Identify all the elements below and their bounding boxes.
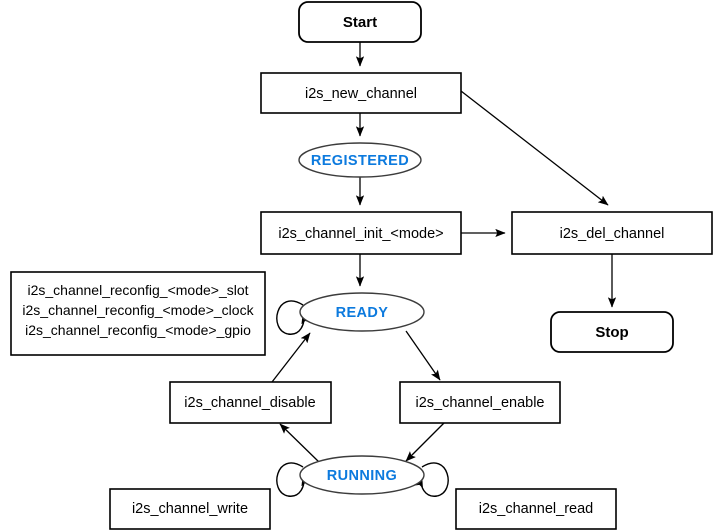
edge-channel-disable-to-ready: [271, 332, 311, 383]
channel-write-label: i2s_channel_write: [132, 501, 248, 517]
channel-enable-box[interactable]: [399, 381, 561, 424]
del-channel-label: i2s_del_channel: [560, 226, 665, 242]
del-channel-box[interactable]: [511, 211, 713, 255]
channel-disable-label: i2s_channel_disable: [184, 395, 315, 411]
running-label: RUNNING: [327, 468, 397, 484]
node-channel-read[interactable]: i2s_channel_read: [455, 488, 617, 530]
registered-label: REGISTERED: [311, 153, 409, 169]
node-channel-enable[interactable]: i2s_channel_enable: [399, 381, 561, 424]
registered-ellipse[interactable]: [298, 142, 422, 178]
node-registered[interactable]: REGISTERED: [298, 142, 422, 178]
node-del-channel[interactable]: i2s_del_channel: [511, 211, 713, 255]
edge-running-self-loop-right: [414, 462, 449, 497]
channel-read-label: i2s_channel_read: [479, 501, 593, 517]
reconfig-line-2: i2s_channel_reconfig_<mode>_clock: [22, 302, 254, 318]
stop-label: Stop: [595, 324, 628, 341]
node-ready[interactable]: READY: [299, 292, 425, 332]
node-stop[interactable]: Stop: [550, 311, 674, 353]
channel-write-box[interactable]: [109, 488, 271, 530]
edge-ready-self-loop: [276, 300, 311, 335]
ready-label: READY: [336, 305, 389, 321]
edge-running-to-channel-disable: [279, 423, 321, 464]
edge-ready-to-channel-enable: [405, 330, 441, 381]
node-start[interactable]: Start: [298, 1, 422, 43]
node-channel-disable[interactable]: i2s_channel_disable: [169, 381, 332, 424]
channel-enable-label: i2s_channel_enable: [416, 395, 545, 411]
node-channel-init[interactable]: i2s_channel_init_<mode>: [260, 211, 462, 255]
channel-init-box[interactable]: [260, 211, 462, 255]
node-new-channel[interactable]: i2s_new_channel: [260, 72, 462, 114]
reconfig-line-3: i2s_channel_reconfig_<mode>_gpio: [25, 322, 251, 338]
edge-new-channel-to-del-channel: [460, 90, 609, 206]
running-ellipse[interactable]: [299, 455, 425, 495]
new-channel-label: i2s_new_channel: [305, 86, 417, 102]
stop-box[interactable]: [550, 311, 674, 353]
node-channel-write[interactable]: i2s_channel_write: [109, 488, 271, 530]
node-running[interactable]: RUNNING: [299, 455, 425, 495]
start-box[interactable]: [298, 1, 422, 43]
new-channel-box[interactable]: [260, 72, 462, 114]
start-label: Start: [343, 14, 377, 31]
edge-channel-enable-to-running: [405, 422, 445, 462]
channel-read-box[interactable]: [455, 488, 617, 530]
channel-init-label: i2s_channel_init_<mode>: [278, 226, 443, 242]
channel-disable-box[interactable]: [169, 381, 332, 424]
reconfig-box[interactable]: [10, 271, 266, 356]
node-reconfig[interactable]: i2s_channel_reconfig_<mode>_slot i2s_cha…: [10, 271, 266, 356]
edge-running-self-loop-left: [276, 462, 311, 497]
reconfig-line-1: i2s_channel_reconfig_<mode>_slot: [27, 282, 248, 298]
ready-ellipse[interactable]: [299, 292, 425, 332]
